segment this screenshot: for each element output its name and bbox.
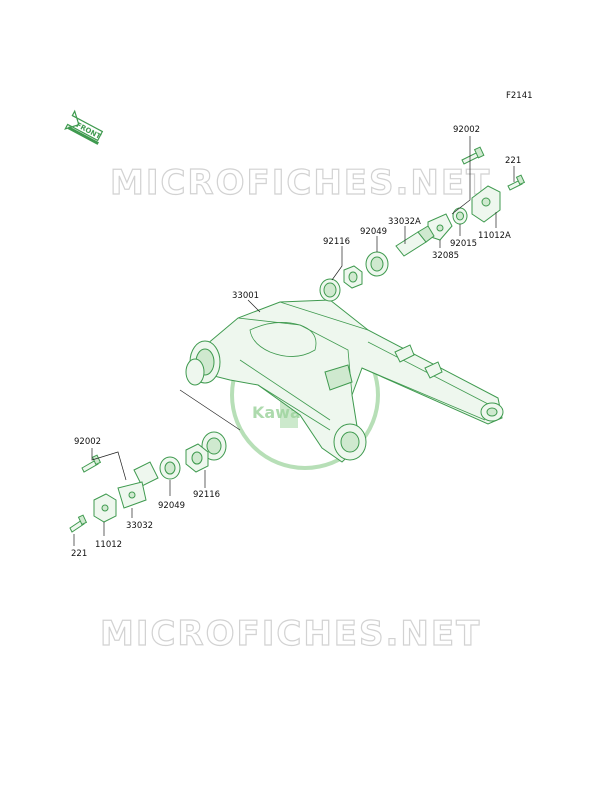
cap-11012A bbox=[471, 185, 501, 223]
part-label-33032: 33032 bbox=[126, 521, 153, 531]
bearing-92049-upper bbox=[365, 251, 389, 277]
part-label-92049-upper: 92049 bbox=[360, 227, 387, 237]
part-label-92116-upper: 92116 bbox=[323, 237, 350, 247]
part-label-11012: 11012 bbox=[95, 540, 122, 550]
part-label-92002-lower: 92002 bbox=[74, 437, 101, 447]
part-label-221-upper: 221 bbox=[505, 156, 521, 166]
part-label-92116-lower: 92116 bbox=[193, 490, 220, 500]
watermark-bottom: MICROFICHES.NET bbox=[100, 614, 481, 654]
seal-92116-upper bbox=[319, 278, 341, 302]
nut-92116-upper bbox=[343, 265, 363, 289]
part-label-32085: 32085 bbox=[432, 251, 459, 261]
leader-lines bbox=[73, 136, 515, 546]
swing-arm bbox=[185, 299, 504, 463]
collar-92015 bbox=[452, 207, 468, 225]
part-label-92002-upper: 92002 bbox=[453, 125, 480, 135]
part-label-92049-lower: 92049 bbox=[158, 501, 185, 511]
part-label-92015: 92015 bbox=[450, 239, 477, 249]
shaft-33032 bbox=[117, 461, 159, 509]
watermark-top: MICROFICHES.NET bbox=[110, 163, 491, 203]
part-label-221-lower: 221 bbox=[71, 549, 87, 559]
part-label-11012A: 11012A bbox=[478, 231, 511, 241]
part-label-33001: 33001 bbox=[232, 291, 259, 301]
part-label-33032A: 33032A bbox=[388, 217, 421, 227]
bolt-92002-upper bbox=[461, 146, 485, 165]
figure-code: F2141 bbox=[506, 91, 533, 101]
nut-92116-lower bbox=[185, 443, 209, 473]
cap-11012 bbox=[93, 493, 117, 523]
bolt-221-lower bbox=[69, 514, 88, 533]
shaft-33032A bbox=[395, 225, 435, 257]
bearing-92049-lower bbox=[159, 456, 181, 480]
bolt-92002-lower bbox=[81, 454, 102, 473]
bolt-221-upper bbox=[507, 174, 526, 191]
front-arrow-icon: FRONT bbox=[64, 109, 104, 145]
